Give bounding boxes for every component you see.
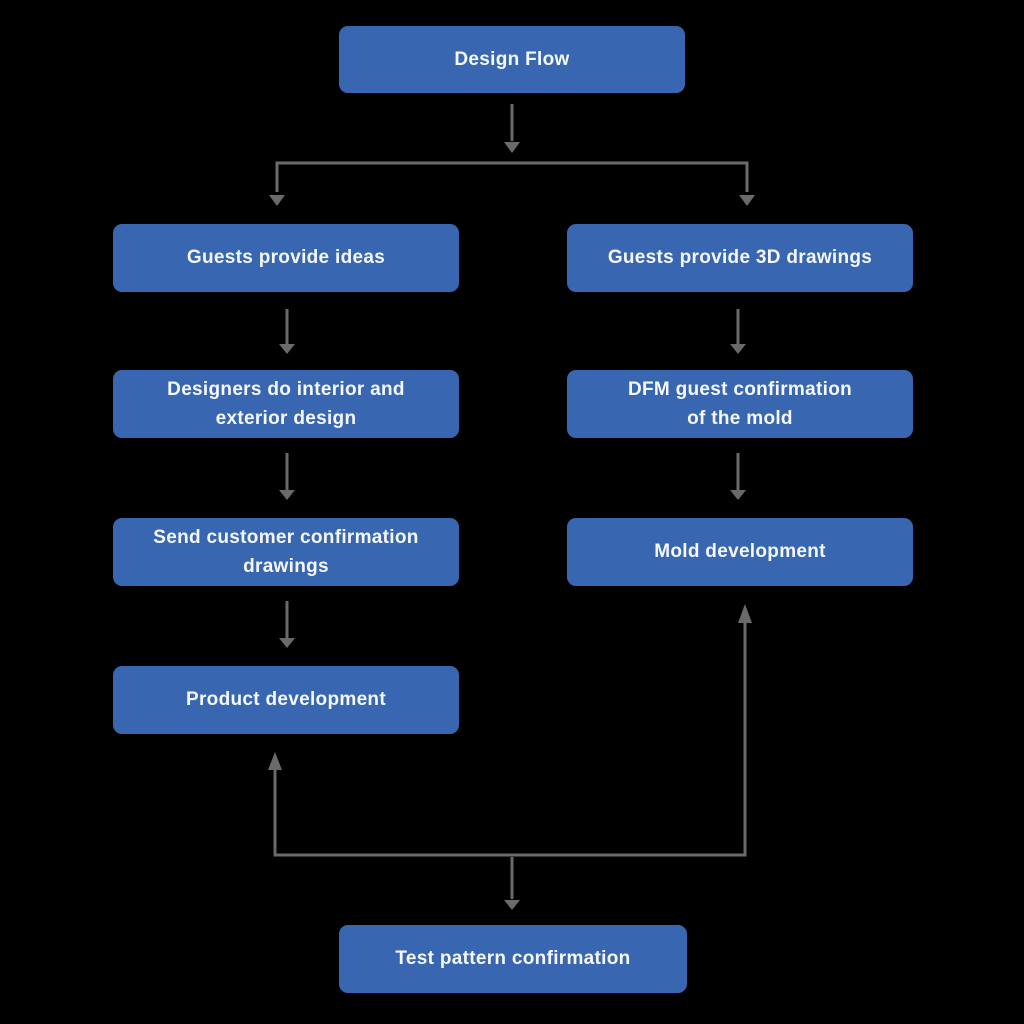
edge-designers-to-sendconfirmation xyxy=(279,453,295,500)
node-design-flow: Design Flow xyxy=(339,26,685,93)
node-design-flow-label: Design Flow xyxy=(454,48,570,70)
node-guests-provide-3d-drawings-label: Guests provide 3D drawings xyxy=(607,247,873,269)
node-send-customer-confirmation-drawings: Send customer confirmation drawings xyxy=(113,518,459,586)
node-dfm-guest-confirmation: DFM guest confirmation of the mold xyxy=(567,370,913,438)
node-send-confirmation-label-line1: Send customer confirmation xyxy=(153,526,419,548)
node-product-development: Product development xyxy=(113,666,459,734)
node-guests-provide-ideas: Guests provide ideas xyxy=(113,224,459,292)
node-guests-provide-3d-drawings: Guests provide 3D drawings xyxy=(567,224,913,292)
edge-guests3d-to-dfm xyxy=(730,309,746,354)
edge-dfm-to-molddev xyxy=(730,453,746,500)
node-designers-label-line1: Designers do interior and xyxy=(167,378,405,400)
node-product-development-label: Product development xyxy=(186,689,386,711)
node-send-confirmation-label-line2: drawings xyxy=(243,556,329,577)
edge-guestsideas-to-designers xyxy=(279,309,295,354)
edge-sendconfirmation-to-productdev xyxy=(279,601,295,648)
node-mold-development: Mold development xyxy=(567,518,913,586)
node-dfm-label-line1: DFM guest confirmation xyxy=(627,378,853,400)
node-guests-provide-ideas-label: Guests provide ideas xyxy=(186,247,386,269)
node-dfm-label-line2: of the mold xyxy=(687,408,793,429)
edge-bottom-junction xyxy=(268,604,752,910)
edge-designflow-to-branches xyxy=(269,104,755,206)
node-designers-interior-exterior: Designers do interior and exterior desig… xyxy=(113,370,459,438)
node-test-pattern-confirmation-label: Test pattern confirmation xyxy=(395,948,631,970)
node-test-pattern-confirmation: Test pattern confirmation xyxy=(339,925,687,993)
node-mold-development-label: Mold development xyxy=(654,541,826,563)
node-designers-label-line2: exterior design xyxy=(215,408,357,429)
